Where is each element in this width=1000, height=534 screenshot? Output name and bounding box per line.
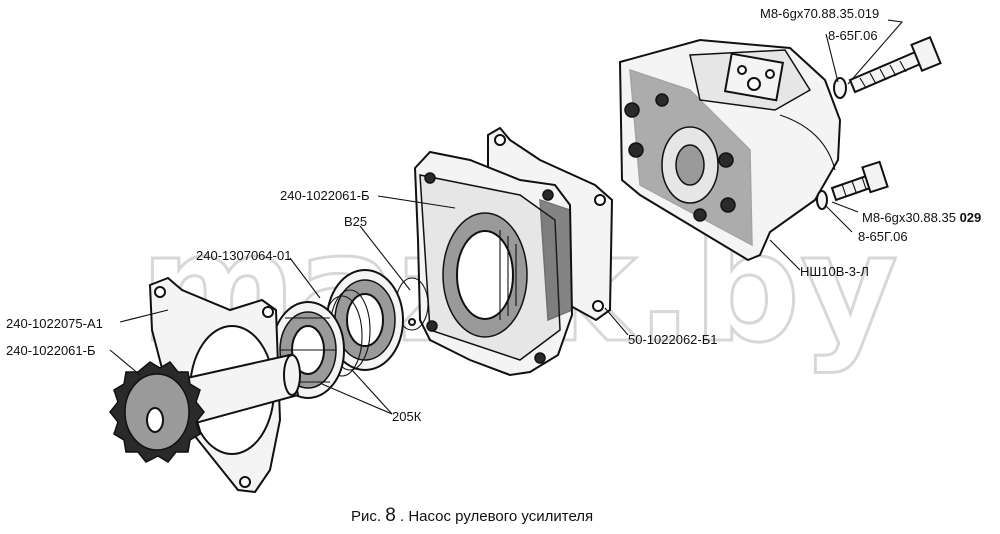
figure-caption: Рис. 8 . Насос рулевого усилителя <box>351 505 593 526</box>
housing <box>413 150 574 377</box>
label-gear: 240-1022061-Б <box>6 343 96 358</box>
caption-number: 8 <box>385 505 396 526</box>
label-cover: 240-1022075-А1 <box>6 316 103 331</box>
label-bearings: 205К <box>392 409 422 424</box>
pump-body <box>618 38 842 262</box>
label-bolt-short-suffix: 029 <box>960 210 982 225</box>
label-washer-bottom: 8-65Г.06 <box>858 229 908 244</box>
caption-title: Насос рулевого усилителя <box>408 508 593 525</box>
bearing-rear <box>326 269 404 371</box>
caption-separator: . <box>400 508 404 525</box>
leader-lines <box>109 19 904 415</box>
label-housing: 240-1022061-Б <box>280 188 370 203</box>
washer-top <box>833 77 847 99</box>
washer-bottom <box>816 190 828 210</box>
label-snap-ring: В25 <box>344 214 367 229</box>
bolt-long <box>848 35 942 94</box>
label-gasket: 50-1022062-Б1 <box>628 332 718 347</box>
label-pump: НШ10В-3-Л <box>800 264 869 279</box>
label-bushing: 240-1307064-01 <box>196 248 291 263</box>
label-washer-top: 8-65Г.06 <box>828 28 878 43</box>
snap-ring <box>395 277 429 331</box>
label-bolt-short: М8-6gх30.88.35 029 <box>862 210 981 225</box>
caption-prefix: Рис. <box>351 508 381 525</box>
bolt-short <box>830 160 889 202</box>
gear <box>109 361 205 463</box>
label-bolt-long: М8-6gх70.88.35.019 <box>760 6 879 21</box>
